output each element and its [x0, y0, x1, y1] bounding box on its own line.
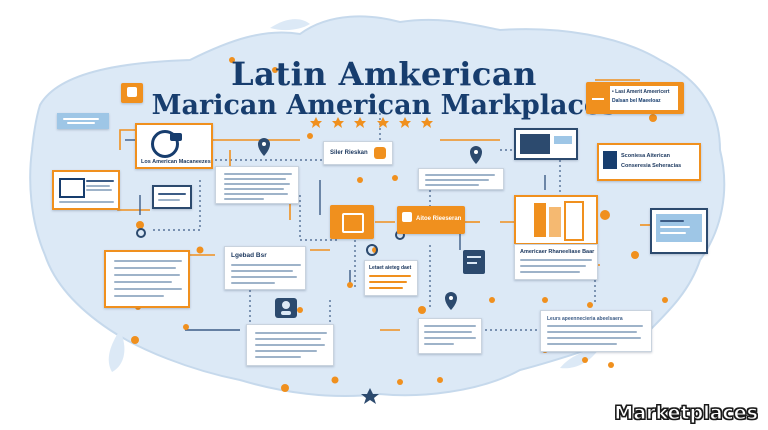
person-icon [121, 83, 143, 103]
page-title: Latin Amkerican [231, 55, 537, 93]
info-box-right: Sconiesa Aiterican Conseresia Seheracias [597, 143, 701, 181]
chat-icon [374, 147, 386, 159]
globe-icon [151, 130, 179, 158]
header-box-top-right: • Lasi Amerit Ameericert Dalsan bel Maee… [586, 82, 684, 114]
laptop-icon [520, 134, 550, 154]
text-card-center-right [418, 168, 504, 190]
store-icon [330, 205, 374, 239]
chart-icon [534, 203, 546, 237]
laptop-card-left [52, 170, 120, 210]
laptop-card-right [514, 128, 578, 160]
text-card-center-bottom [418, 318, 482, 354]
info-card-right-mid: Americaer Rhaneeliase Baar [514, 244, 598, 280]
building-card-right [514, 195, 598, 245]
store-icon [152, 185, 192, 209]
star-icon [310, 117, 433, 404]
page-subtitle: Marican American Markplaces [151, 90, 617, 121]
map-pin-icon [258, 133, 527, 310]
land-mass [29, 15, 726, 398]
info-card-center-small: Letaet aieteg daet [364, 260, 418, 296]
tag-center: Siler Rieskan [323, 141, 393, 165]
info-card-mid-left: Lgebad Bsr [224, 246, 306, 290]
tag-orange-mid: Aitoe Rieeseran [397, 206, 465, 234]
laptop-icon [59, 178, 85, 198]
list-card-left [104, 250, 190, 308]
footer-label: Marketplaces [614, 402, 759, 425]
logo-card-left: Los American Macaneezes [135, 123, 213, 169]
logo-caption: Los American Macaneezes [141, 159, 211, 165]
text-card-bottom-left [246, 324, 334, 366]
screen-card-right [650, 208, 708, 254]
text-card-bottom-right: Leurs apeennecieria abeelsaera [540, 310, 652, 352]
small-blue-tag [57, 113, 109, 129]
text-card-upper-left [215, 166, 299, 204]
